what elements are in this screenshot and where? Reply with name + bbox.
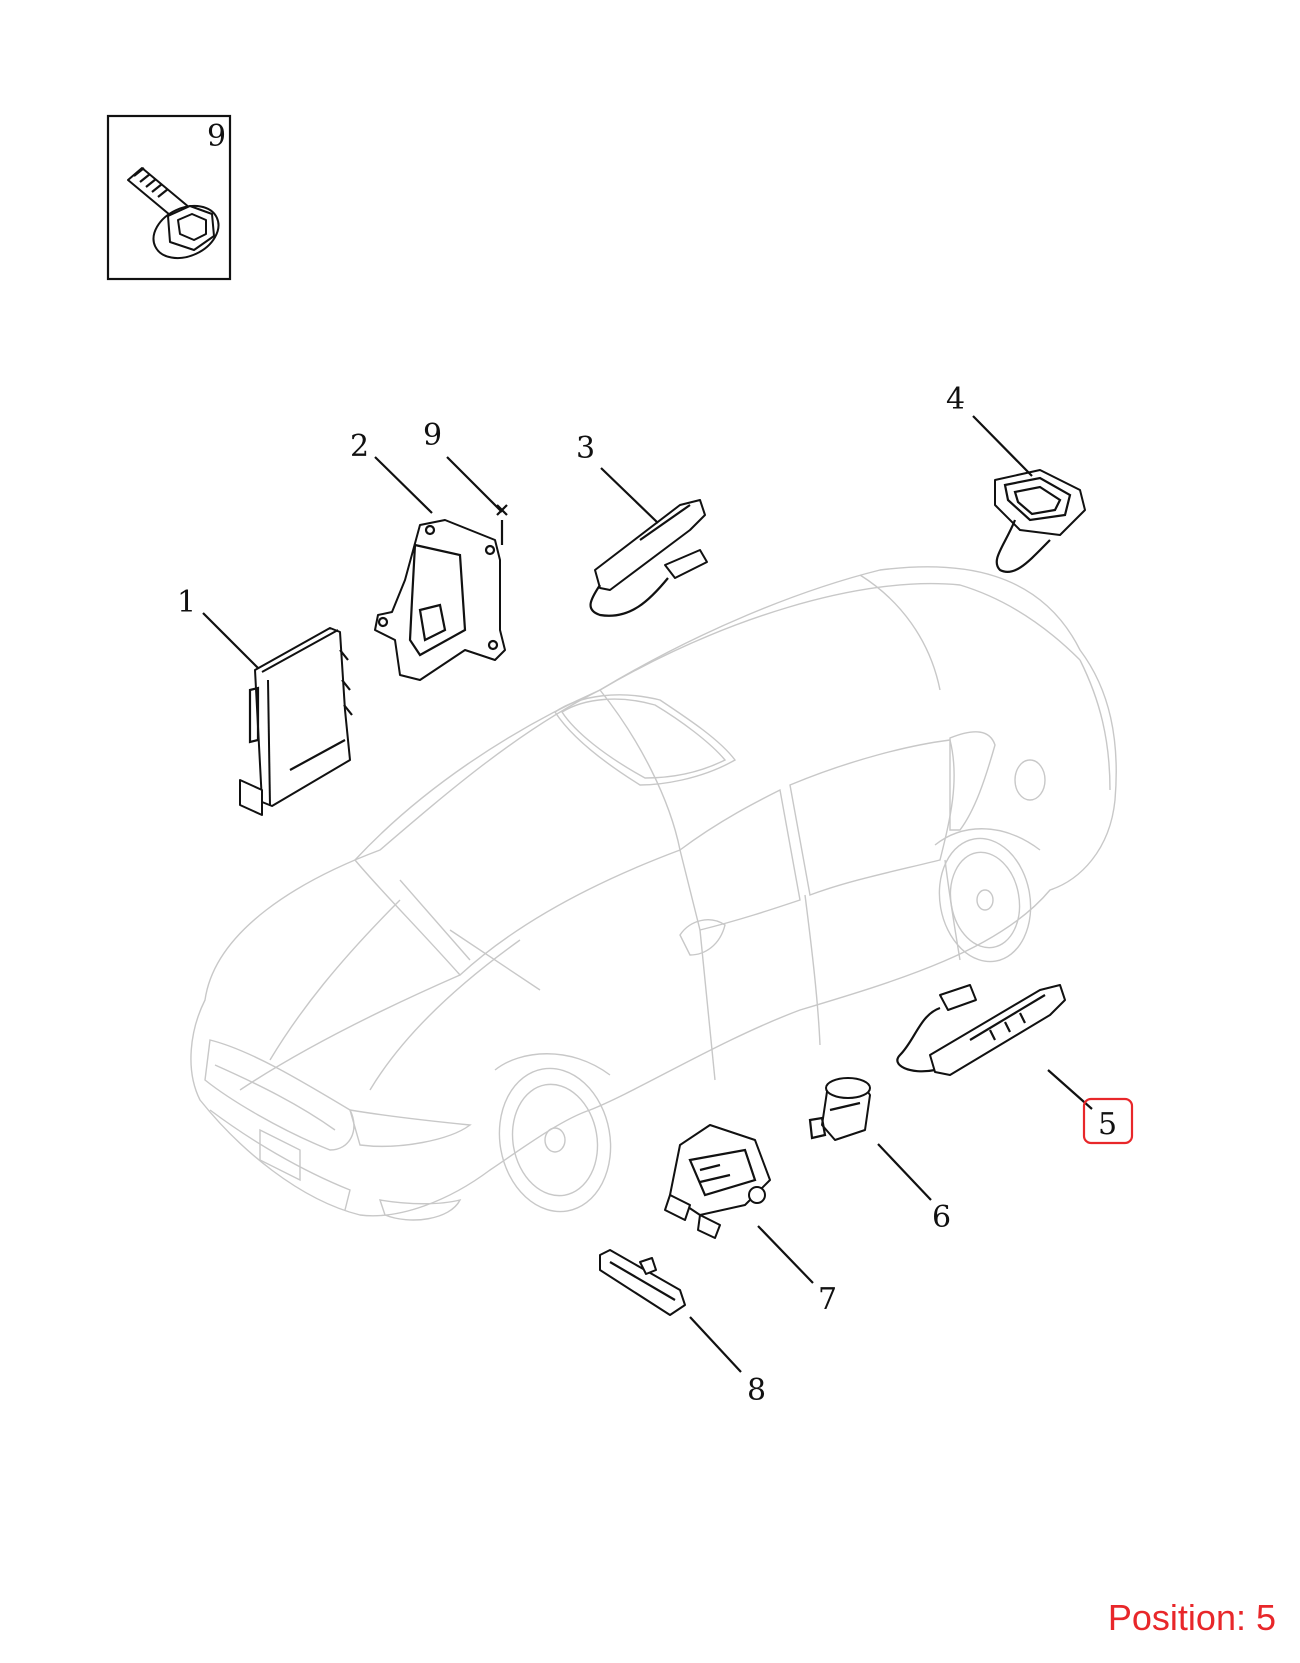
part-3-antenna: [589, 499, 708, 617]
callout-3[interactable]: 3: [576, 431, 595, 466]
part-6-switch: [808, 1077, 871, 1141]
callout-6[interactable]: 6: [932, 1200, 951, 1235]
car-outline: [190, 566, 1117, 1221]
bolt-inset: 9: [106, 114, 232, 281]
callout-7[interactable]: 7: [818, 1282, 837, 1317]
callout-4[interactable]: 4: [946, 382, 965, 417]
part-8-sensor-strip: [599, 1249, 686, 1316]
part-4-reader-pad: [994, 469, 1086, 573]
callout-1[interactable]: 1: [177, 585, 196, 620]
part-2-bracket: [374, 519, 506, 681]
callout-2[interactable]: 2: [350, 429, 369, 464]
part-1-control-module: [239, 627, 353, 816]
part-5-antenna: [896, 984, 1066, 1076]
highlight-box: [1082, 1097, 1134, 1145]
callout-8[interactable]: 8: [747, 1373, 766, 1408]
position-label: Position: 5: [1107, 1597, 1276, 1638]
callout-labels: 1 2 9 3 4 5 6 7 8: [177, 382, 1134, 1408]
callout-5[interactable]: 5: [1098, 1107, 1117, 1142]
part-7-lock-assembly: [664, 1124, 771, 1239]
bolt-icon: [127, 167, 220, 260]
inset-number: 9: [207, 119, 226, 154]
callout-9[interactable]: 9: [423, 418, 442, 453]
leader-lines: [202, 415, 1093, 1373]
